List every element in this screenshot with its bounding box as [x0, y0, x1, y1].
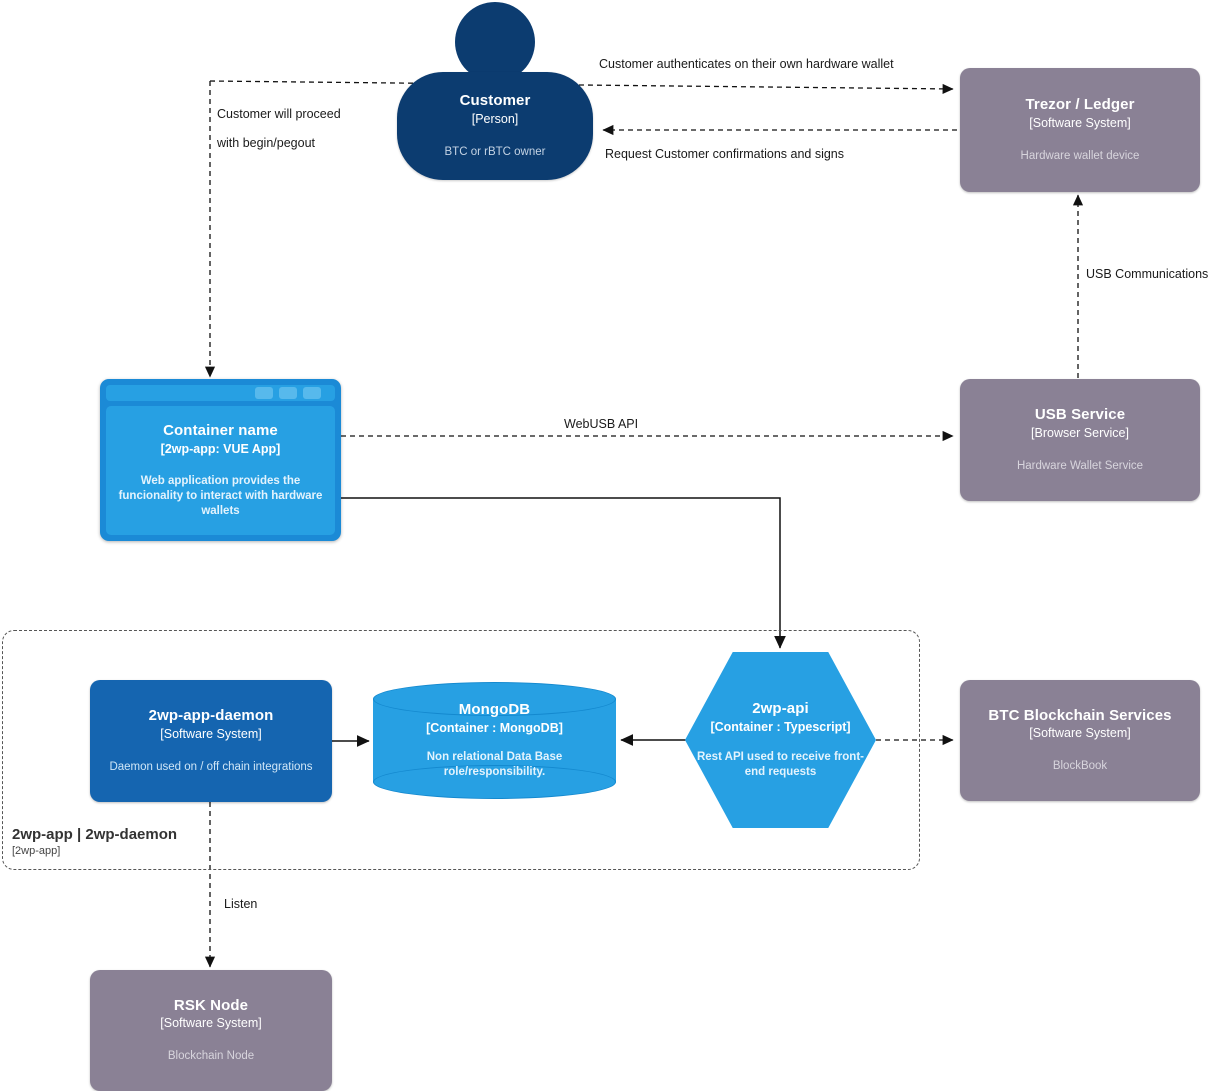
customer-desc: BTC or rBTC owner — [444, 145, 546, 158]
node-btc-blockchain-services[interactable]: BTC Blockchain Services [Software System… — [960, 680, 1200, 801]
edge-label-proceed-line2: with begin/pegout — [217, 136, 315, 150]
daemon-tech: [Software System] — [160, 726, 262, 741]
mongodb-cylinder-top — [373, 682, 616, 716]
mongodb-content: MongoDB [Container : MongoDB] Non relati… — [373, 682, 616, 799]
edge-customer-to-wallet — [209, 80, 954, 94]
node-2wp-app-daemon[interactable]: 2wp-app-daemon [Software System] Daemon … — [90, 680, 332, 802]
api-title: 2wp-api — [752, 700, 809, 718]
usb-service-tech: [Browser Service] — [1031, 425, 1129, 440]
boundary-tech: [2wp-app] — [12, 845, 61, 857]
boundary-label: 2wp-app | 2wp-daemon [2wp-app] — [12, 826, 177, 858]
edge-container-to-api — [341, 497, 786, 649]
boundary-2wp-app — [2, 630, 920, 870]
boundary-title: 2wp-app | 2wp-daemon — [12, 826, 178, 843]
mongodb-tech: [Container : MongoDB] — [426, 720, 563, 735]
browser-window-dot-3 — [303, 387, 321, 399]
edge-label-usb-communications: USB Communications — [1086, 267, 1209, 281]
node-mongodb[interactable]: MongoDB [Container : MongoDB] Non relati… — [373, 682, 616, 799]
usb-service-desc: Hardware Wallet Service — [1016, 459, 1144, 472]
trezor-ledger-tech: [Software System] — [1029, 115, 1131, 130]
container-name-title: Container name — [163, 421, 278, 439]
node-trezor-ledger[interactable]: Trezor / Ledger [Software System] Hardwa… — [960, 68, 1200, 192]
browser-window-dot-2 — [279, 387, 297, 399]
daemon-desc: Daemon used on / off chain integrations — [109, 760, 313, 773]
api-desc: Rest API used to receive front-end reque… — [696, 750, 864, 778]
customer-person-head — [455, 2, 535, 82]
trezor-ledger-title: Trezor / Ledger — [1025, 96, 1135, 114]
edge-label-authenticates: Customer authenticates on their own hard… — [599, 57, 894, 71]
mongodb-cylinder-bottom — [373, 765, 616, 799]
edge-label-request-confirmations: Request Customer confirmations and signs — [605, 147, 845, 161]
customer-title: Customer — [459, 92, 531, 110]
mongodb-desc: Non relational Data Base role/responsibi… — [426, 751, 563, 779]
usb-service-title: USB Service — [1034, 406, 1126, 424]
edge-label-proceed-line1: Customer will proceed — [217, 107, 341, 121]
rsk-desc: Blockchain Node — [167, 1050, 255, 1063]
container-name-desc: Web application provides the funcionalit… — [118, 475, 323, 518]
trezor-ledger-desc: Hardware wallet device — [1020, 149, 1140, 162]
customer-tech: [Person] — [471, 111, 519, 126]
container-name-tech: [2wp-app: VUE App] — [160, 441, 281, 456]
btc-desc: BlockBook — [1052, 760, 1108, 773]
node-customer[interactable]: Customer [Person] BTC or rBTC owner — [397, 72, 593, 180]
browser-title-bar — [106, 385, 335, 401]
edge-label-listen: Listen — [224, 897, 258, 911]
rsk-title: RSK Node — [173, 996, 249, 1014]
edge-label-webusb-api: WebUSB API — [564, 417, 639, 431]
node-container-name[interactable]: Container name [2wp-app: VUE App] Web ap… — [100, 379, 341, 541]
btc-tech: [Software System] — [1029, 726, 1131, 741]
browser-content: Container name [2wp-app: VUE App] Web ap… — [106, 406, 335, 535]
browser-window-dot-1 — [255, 387, 273, 399]
mongodb-title: MongoDB — [458, 700, 531, 718]
daemon-title: 2wp-app-daemon — [148, 707, 274, 725]
node-usb-service[interactable]: USB Service [Browser Service] Hardware W… — [960, 379, 1200, 501]
node-rsk-node[interactable]: RSK Node [Software System] Blockchain No… — [90, 970, 332, 1091]
rsk-tech: [Software System] — [160, 1016, 262, 1031]
api-tech: [Container : Typescript] — [710, 720, 851, 734]
btc-title: BTC Blockchain Services — [988, 706, 1172, 724]
